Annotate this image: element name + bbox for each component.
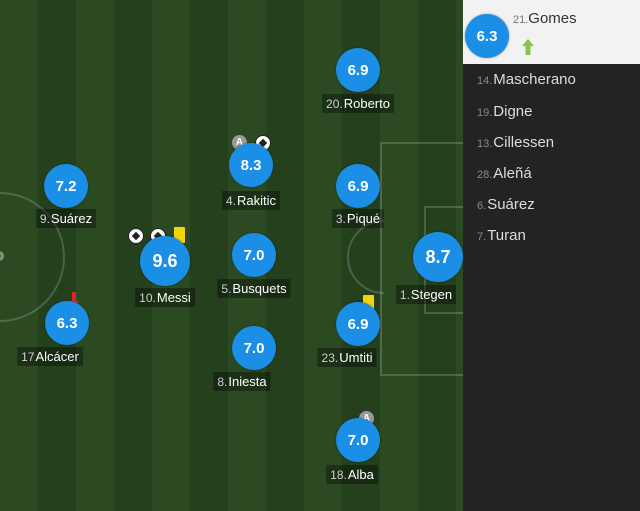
shirt-number: 1. bbox=[399, 288, 410, 302]
player-name: Cillessen bbox=[493, 134, 555, 151]
rating-bubble: 7.2 bbox=[44, 164, 88, 208]
substitute-item[interactable]: 14.Mascherano bbox=[477, 71, 576, 88]
player-name-label: 18.Alba bbox=[326, 465, 378, 484]
shirt-number: 21. bbox=[513, 14, 529, 26]
substitute-item[interactable]: 19.Digne bbox=[477, 103, 533, 120]
substitute-item[interactable]: 7.Turan bbox=[477, 227, 526, 244]
player-name: Digne bbox=[493, 103, 533, 120]
substitute-item[interactable]: 6.Suárez bbox=[477, 196, 535, 213]
shirt-number: 18. bbox=[330, 468, 347, 482]
yellow-card-icon bbox=[174, 227, 185, 243]
player-name: Busquets bbox=[232, 281, 287, 296]
yellow-card-icon bbox=[363, 295, 374, 311]
rating-bubble: 9.6 bbox=[140, 236, 190, 286]
rating-bubble: 6.9 bbox=[336, 302, 380, 346]
substitute-item[interactable]: 28.Aleñá bbox=[477, 165, 532, 182]
shirt-number: 19. bbox=[477, 107, 493, 119]
shirt-number: 13. bbox=[477, 138, 493, 150]
player-name: Gomes bbox=[528, 10, 577, 27]
rating-bubble: 7.0 bbox=[232, 233, 276, 277]
player-name: Turan bbox=[487, 227, 526, 244]
shirt-number: 9. bbox=[39, 212, 50, 226]
player-name-label: 3.Piqué bbox=[331, 209, 385, 228]
shirt-number: 17 bbox=[21, 350, 35, 364]
featured-substitute[interactable]: 6.3 21.Gomes bbox=[463, 0, 640, 64]
substitute-name-label: 21.Gomes bbox=[513, 10, 577, 27]
player-name: Messi bbox=[156, 290, 191, 305]
pitch: 6.9 20.Roberto A 8.3 4.Rakitic 7.2 9.Suá… bbox=[0, 0, 463, 511]
football-icon bbox=[128, 228, 144, 244]
player-name: Piqué bbox=[346, 211, 381, 226]
player-name-label: 9.Suárez bbox=[35, 209, 97, 228]
player-name: Rakitic bbox=[237, 193, 277, 208]
rating-bubble: 6.9 bbox=[336, 48, 380, 92]
sub-in-arrow-icon bbox=[522, 39, 534, 55]
player-name-label: 1.Stegen bbox=[395, 285, 457, 304]
player-name: Roberto bbox=[343, 96, 390, 111]
shirt-number: 8. bbox=[217, 375, 228, 389]
player-name: Mascherano bbox=[493, 71, 576, 88]
player-name: Suárez bbox=[50, 211, 93, 226]
player-name: Iniesta bbox=[228, 374, 267, 389]
player-name: Alba bbox=[347, 467, 374, 482]
player-name-label: 17Alcácer bbox=[17, 347, 83, 366]
shirt-number: 6. bbox=[477, 200, 487, 212]
shirt-number: 7. bbox=[477, 231, 487, 243]
shirt-number: 5. bbox=[221, 282, 232, 296]
player-name-label: 20.Roberto bbox=[322, 94, 394, 113]
shirt-number: 14. bbox=[477, 75, 493, 87]
rating-bubble: 7.0 bbox=[232, 326, 276, 370]
player-name-label: 10.Messi bbox=[135, 288, 195, 307]
shirt-number: 20. bbox=[326, 97, 343, 111]
center-spot bbox=[0, 251, 4, 261]
rating-bubble: 8.3 bbox=[229, 143, 273, 187]
player-name-label: 4.Rakitic bbox=[221, 191, 281, 210]
substitutes-panel: 6.3 21.Gomes 14.Mascherano 19.Digne 13.C… bbox=[463, 0, 640, 511]
player-name: Aleñá bbox=[493, 165, 532, 182]
rating-bubble: 6.3 bbox=[45, 301, 89, 345]
shirt-number: 3. bbox=[335, 212, 346, 226]
player-name: Stegen bbox=[410, 287, 453, 302]
shirt-number: 10. bbox=[139, 291, 156, 305]
player-name-label: 23.Umtiti bbox=[317, 348, 377, 367]
player-name: Umtiti bbox=[339, 350, 373, 365]
rating-bubble: 6.3 bbox=[465, 14, 509, 58]
player-name: Alcácer bbox=[35, 349, 79, 364]
shirt-number: 28. bbox=[477, 169, 493, 181]
rating-bubble: 7.0 bbox=[336, 418, 380, 462]
rating-bubble: 8.7 bbox=[413, 232, 463, 282]
shirt-number: 23. bbox=[321, 351, 339, 365]
rating-bubble: 6.9 bbox=[336, 164, 380, 208]
player-name-label: 5.Busquets bbox=[217, 279, 291, 298]
player-name-label: 8.Iniesta bbox=[213, 372, 271, 391]
player-name: Suárez bbox=[487, 196, 535, 213]
substitute-item[interactable]: 13.Cillessen bbox=[477, 134, 554, 151]
shirt-number: 4. bbox=[225, 194, 236, 208]
